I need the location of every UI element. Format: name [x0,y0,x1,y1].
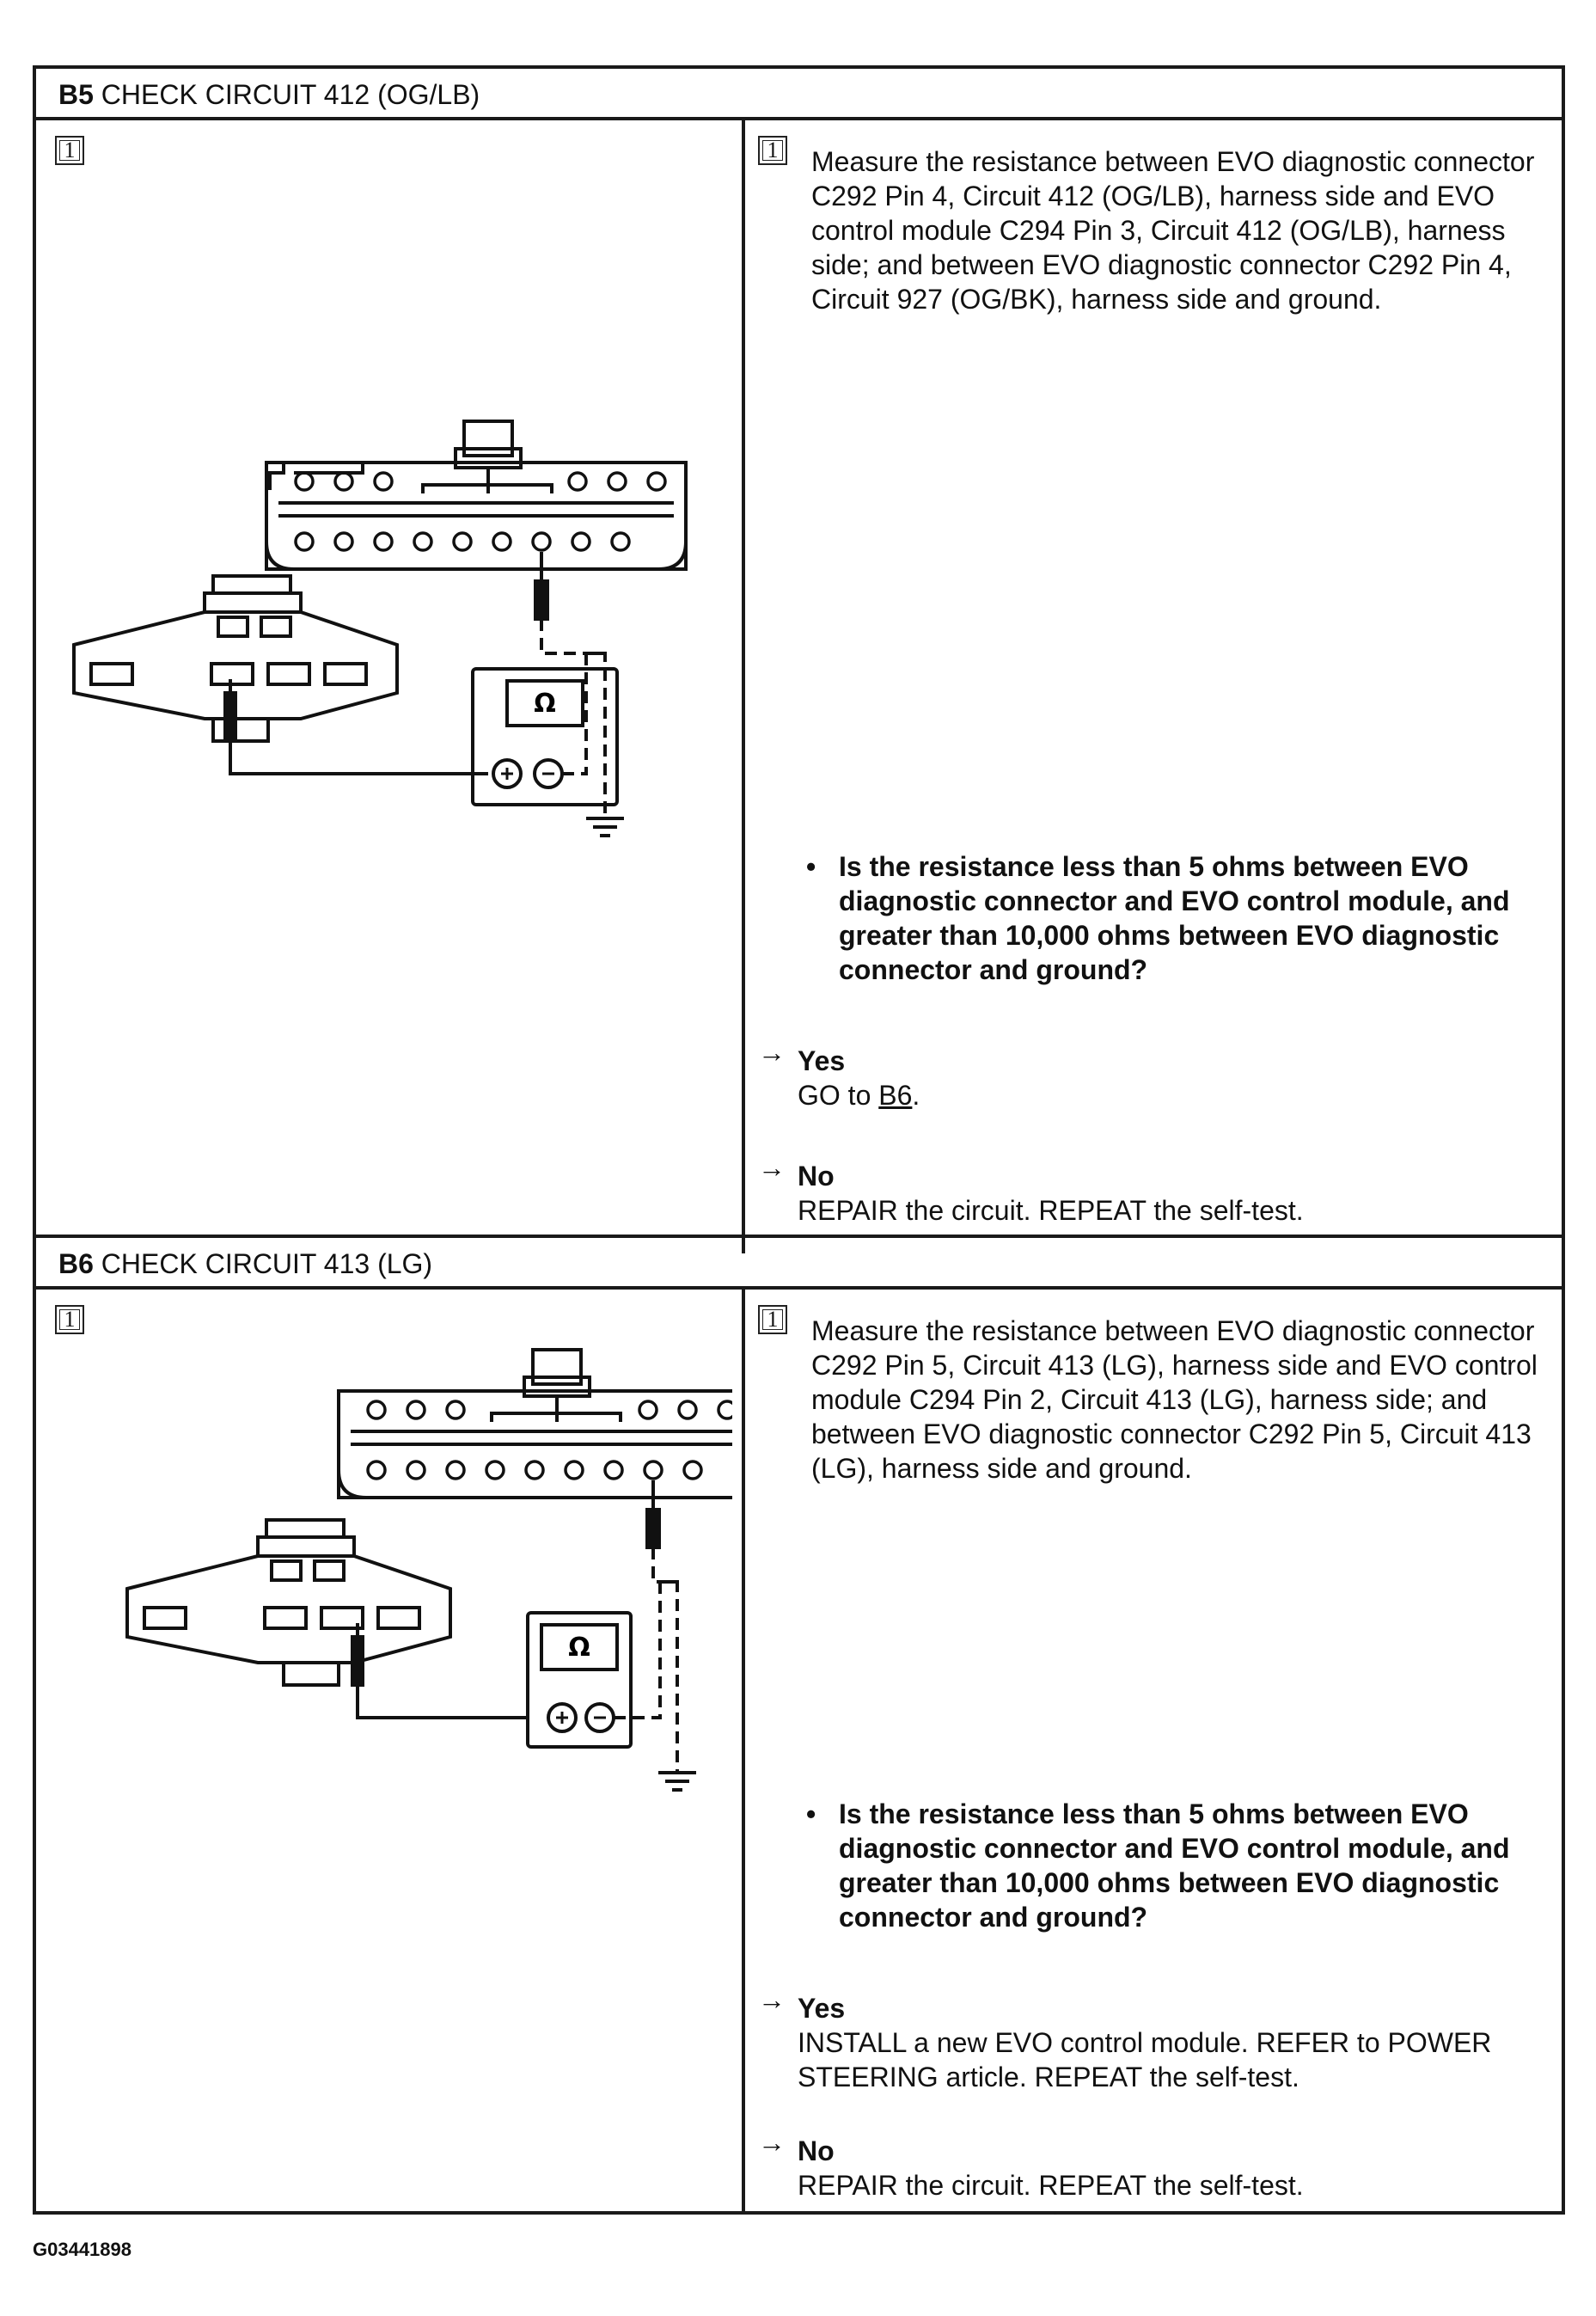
b5-yes-branch: Yes GO to B6. [798,1044,1537,1112]
b6-step-id: B6 [58,1248,94,1279]
b6-right-step-number: 1 [758,1305,787,1334]
b5-step-id: B5 [58,79,94,110]
b6-ohm-symbol: Ω [568,1633,590,1663]
b6-column-divider [742,1286,745,2215]
b6-no-text: REPAIR the circuit. REPEAT the self-test… [798,2170,1304,2201]
b5-column-divider [742,117,745,1253]
b5-no-arrow-icon: → [758,1152,786,1183]
b6-step-title: CHECK CIRCUIT 413 (LG) [101,1248,433,1279]
b5-left-step-number: 1 [55,136,84,165]
b5-right-step-number: 1 [758,136,787,165]
b6-question-text: Is the resistance less than 5 ohms betwe… [839,1798,1510,1933]
b5-no-branch: No REPAIR the circuit. REPEAT the self-t… [798,1159,1537,1228]
b6-yes-branch: Yes INSTALL a new EVO control module. RE… [798,1991,1537,2094]
procedure-table: B5 CHECK CIRCUIT 412 (OG/LB) 1 1 Measure… [33,65,1565,2215]
b6-bullet-icon: • [806,1798,816,1829]
b5-wiring-diagram: Ω [72,420,688,837]
b5-bullet-icon: • [806,851,816,882]
b5-yes-text: GO to [798,1080,871,1111]
b5-step-title: CHECK CIRCUIT 412 (OG/LB) [101,79,480,110]
b6-question: • Is the resistance less than 5 ohms bet… [806,1797,1552,1934]
b6-yes-arrow-icon: → [758,1984,786,2015]
b6-header: B6 CHECK CIRCUIT 413 (LG) [36,1238,1562,1290]
b6-no-arrow-icon: → [758,2127,786,2158]
b5-yes-label: Yes [798,1045,846,1076]
b6-link[interactable]: B6 [878,1080,913,1111]
b5-question: • Is the resistance less than 5 ohms bet… [806,849,1552,987]
b6-no-branch: No REPAIR the circuit. REPEAT the self-t… [798,2134,1537,2203]
b5-ohm-symbol: Ω [534,689,556,719]
figure-id: G03441898 [33,2239,131,2260]
b5-yes-suffix: . [912,1080,920,1111]
b5-question-text: Is the resistance less than 5 ohms betwe… [839,851,1510,985]
b6-no-label: No [798,2135,835,2166]
b6-instruction: Measure the resistance between EVO diagn… [811,1315,1538,1484]
b5-no-label: No [798,1161,835,1192]
b6-yes-label: Yes [798,1993,846,2024]
section-divider [36,1235,1562,1238]
b6-yes-text: INSTALL a new EVO control module. REFER … [798,2027,1492,2092]
b5-no-text: REPAIR the circuit. REPEAT the self-test… [798,1195,1304,1226]
b5-instruction: Measure the resistance between EVO diagn… [811,146,1535,315]
b5-header: B5 CHECK CIRCUIT 412 (OG/LB) [36,69,1562,120]
b5-yes-arrow-icon: → [758,1037,786,1068]
b6-left-step-number: 1 [55,1305,84,1334]
b6-wiring-diagram: Ω [125,1348,732,1792]
